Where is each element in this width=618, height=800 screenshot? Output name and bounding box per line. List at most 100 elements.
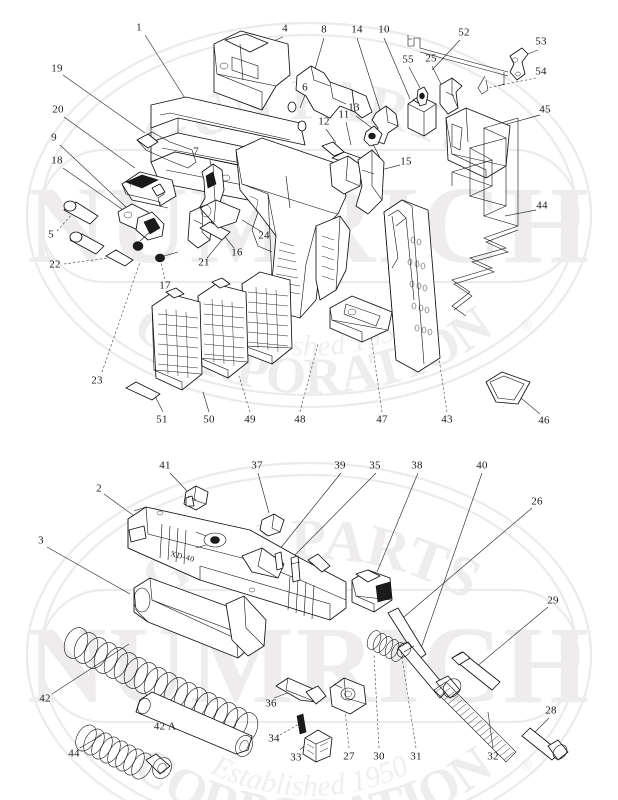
callout-number-24: 24 [258,229,270,242]
part-40-striker-block [351,569,393,613]
callout-number-13: 13 [348,101,360,114]
part-28-screw [521,727,569,761]
callout-number-4: 4 [282,22,288,35]
part-39-pin [274,551,284,571]
part-15-guard [355,149,385,215]
callout-number-26: 26 [531,495,543,508]
callout-number-29: 29 [547,594,559,607]
callout-number-51: 51 [156,413,168,426]
part-44-guide-rod-assembly [75,724,172,780]
callout-number-10: 10 [378,23,390,36]
callout-number-23: 23 [91,374,103,387]
part-52-wire [407,35,509,87]
callout-number-27: 27 [343,750,355,763]
callout-number-54: 54 [535,65,547,78]
part-8-sear-arm [295,65,373,119]
grip-texture [275,241,301,295]
part-42a-guide-sleeve [135,691,253,757]
wm-registered-mark: ® [520,317,532,334]
leaders-upper [56,34,541,415]
part-22-pin [105,249,134,267]
part-24-bushing [199,199,241,229]
part-18-lever [117,203,165,241]
part-32-long-spring [433,681,517,763]
part-41-extractor [183,485,209,511]
part-3-barrel [133,577,267,659]
part-4-housing [213,30,291,111]
callout-number-19: 19 [51,62,63,75]
part-5-pins [63,200,105,255]
part-49-grip-insert [197,277,249,379]
callout-number-55: 55 [402,53,414,66]
callout-number-37: 37 [251,459,263,472]
part-27-cam-block [329,677,367,715]
callout-number-25: 25 [425,52,437,65]
callout-number-50: 50 [203,413,215,426]
callout-number-3: 3 [38,534,44,547]
part-46-base-pad [485,371,531,405]
part-37-block [259,513,285,537]
callout-number-49: 49 [244,413,256,426]
callout-number-5: 5 [48,228,54,241]
wm-center-text-2: NUMRICH [27,604,591,726]
callout-number-42-A: 42 A [153,720,177,733]
callout-number-11: 11 [338,108,350,121]
callout-number-30: 30 [373,750,385,763]
part-55-pin [416,86,429,107]
callout-number-52: 52 [458,26,470,39]
callout-number-48: 48 [294,413,306,426]
callout-number-7: 7 [193,145,199,158]
part-44-magazine-spring [451,117,519,317]
part-33-wedge [302,729,333,763]
callout-number-45: 45 [539,103,551,116]
leaders-lower [46,472,550,751]
part-17-detent [155,251,179,263]
callout-number-43: 43 [441,413,453,426]
callout-number-44: 44 [68,747,80,760]
callout-number-18: 18 [51,154,63,167]
part-36-extractor-bar [275,677,327,705]
part-47-floorplate [329,295,393,343]
callout-number-16: 16 [231,246,243,259]
callout-number-40: 40 [476,459,488,472]
part-50-grip-insert [151,287,203,391]
callout-number-8: 8 [321,23,327,36]
callout-number-17: 17 [159,279,171,292]
callout-number-46: 46 [538,414,550,427]
callout-number-1: 1 [136,21,142,34]
callout-number-6: 6 [302,81,308,94]
part-38-pin [307,553,331,573]
wm-registered-mark-2: ® [520,757,532,774]
callout-number-42: 42 [39,692,51,705]
callout-number-33: 33 [290,751,302,764]
callout-number-36: 36 [265,697,277,710]
part-31-striker-body [396,641,462,699]
part-29-rod [451,651,501,691]
callout-number-32: 32 [487,750,499,763]
part-35-pin [290,555,301,583]
callout-number-21: 21 [198,256,210,269]
callout-number-41: 41 [159,459,171,472]
part-16-pin [199,221,231,241]
upper-assembly [63,30,531,405]
callout-number-53: 53 [535,35,547,48]
magazine-capacity-marks [407,236,433,336]
lower-assembly: XD-40 [63,485,569,780]
part-34-pin [296,713,307,735]
callout-number-34: 34 [268,732,280,745]
callout-number-38: 38 [411,459,423,472]
callout-number-9: 9 [51,131,57,144]
part-53-lever [509,47,529,81]
part-13-clip [363,125,383,159]
callout-number-31: 31 [410,750,422,763]
callout-number-35: 35 [369,459,381,472]
callout-number-2: 2 [96,482,102,495]
callout-number-15: 15 [400,155,412,168]
callout-number-47: 47 [376,413,388,426]
part-6-pins [287,101,307,132]
callout-number-20: 20 [52,103,64,116]
callout-number-22: 22 [49,258,61,271]
